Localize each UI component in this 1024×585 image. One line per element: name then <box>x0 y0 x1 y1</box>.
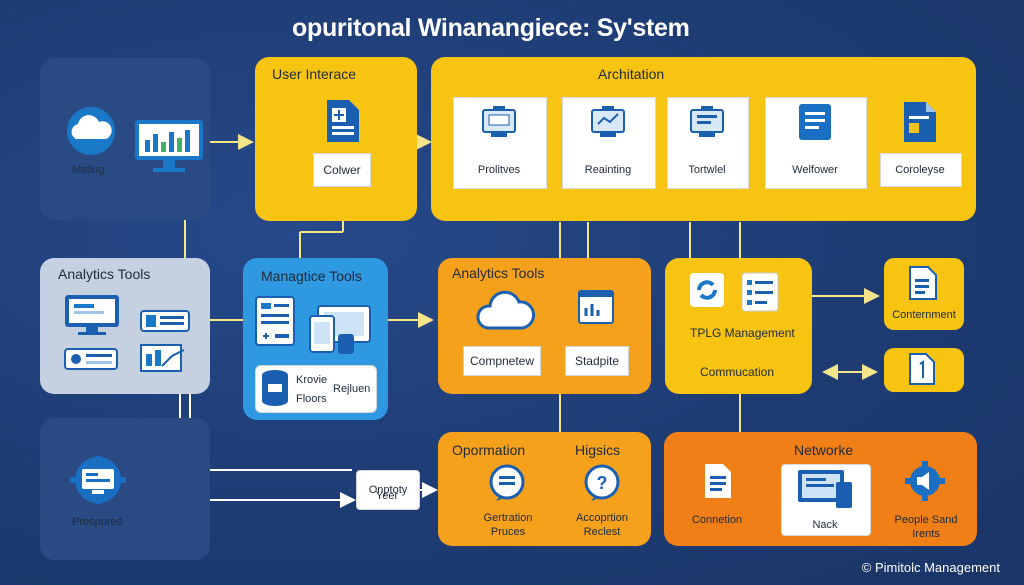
file-icon <box>908 265 938 306</box>
document-plus-icon <box>325 98 361 149</box>
colwer-button[interactable]: Colwer <box>313 153 371 187</box>
numbered-file-icon <box>908 352 936 391</box>
arch-card-1-label: Prolitves <box>477 164 521 176</box>
monitoring-label: Mstiug <box>72 164 105 176</box>
people-line1: People Sand <box>894 514 958 526</box>
managice-tools-title: Managtice Tools <box>261 268 362 284</box>
desktop-icon <box>64 294 120 341</box>
user-interface-title: User Interace <box>272 66 357 82</box>
chart-window-icon <box>578 290 614 329</box>
gertration-line2: Pruces <box>490 526 526 538</box>
conternment-label: Conternment <box>892 309 956 321</box>
higsics-title: Higsics <box>575 442 621 458</box>
connetion-label: Connetion <box>691 514 743 526</box>
speaker-gear-icon <box>904 460 946 507</box>
compnetew-button[interactable]: Compnetew <box>463 346 541 376</box>
analytics-tools-mid-title: Analytics Tools <box>452 265 545 281</box>
refresh-icon <box>689 272 725 313</box>
copyright: © Pimitolc Management <box>861 560 1000 575</box>
cloud-outline-icon <box>474 284 536 339</box>
message-icon <box>488 464 526 507</box>
checklist-icon <box>741 272 779 317</box>
opormation-title: Opormation <box>452 442 526 458</box>
doc-icon <box>703 462 733 505</box>
page-title: opuritonal Winanangiece: Sy'stem <box>292 14 690 42</box>
arch-card-2-label: Reainting <box>584 164 632 176</box>
onptoty-line2: Yeer <box>375 490 399 502</box>
arch-card-5-label: Coroleyse <box>895 164 945 176</box>
form-icon <box>255 296 295 351</box>
onptoty-line1: Onptoty <box>368 483 408 496</box>
prospured-panel[interactable] <box>40 418 210 560</box>
database-icon <box>260 368 290 413</box>
people-line2: Irents <box>912 528 940 540</box>
computer-icon <box>796 468 854 515</box>
arch-card-4[interactable] <box>765 97 867 189</box>
calculator-icon <box>140 310 190 337</box>
stadpite-button[interactable]: Stadpite <box>565 346 629 376</box>
accoprtion-line2: Reclest <box>583 526 621 538</box>
help-icon: ? <box>583 464 621 507</box>
growth-chart-icon <box>140 344 186 379</box>
nack-label: Nack <box>812 519 838 531</box>
monitor-chart-icon <box>133 118 205 183</box>
accoprtion-line1: Accoprtion <box>576 512 628 524</box>
arch-card-4-label: Welfower <box>792 164 838 176</box>
arch-card-5[interactable] <box>880 153 962 187</box>
networke-title: Networke <box>794 442 854 458</box>
file-edit-icon <box>902 100 938 149</box>
tplg-sub: Commucation <box>700 365 775 379</box>
database-line2: Floors <box>296 393 327 405</box>
tplg-title: TPLG Management <box>690 326 795 340</box>
gertration-line1: Gertration <box>483 512 533 524</box>
svg-text:?: ? <box>597 473 608 493</box>
devices-icon <box>308 304 374 361</box>
document-blue-icon <box>797 102 833 147</box>
cloud-icon <box>62 107 120 160</box>
architecture-title: Architation <box>598 66 665 82</box>
analytics-tools-left-title: Analytics Tools <box>58 266 151 282</box>
onptoty-box[interactable]: Onptoty <box>356 470 420 510</box>
printer-icon <box>590 104 626 145</box>
gear-monitor-icon <box>68 454 128 509</box>
arch-card-1[interactable] <box>453 97 547 189</box>
card-device-icon <box>64 348 118 375</box>
database-line1: Krovie <box>296 374 328 386</box>
prospured-label: Prospured <box>72 516 123 528</box>
terminal-icon <box>689 104 725 145</box>
arch-card-3-label: Tortwlel <box>688 164 726 176</box>
database-side-label: Rejluen <box>333 383 371 395</box>
tplg-management-panel[interactable] <box>665 258 812 394</box>
kiosk-icon <box>481 104 517 145</box>
